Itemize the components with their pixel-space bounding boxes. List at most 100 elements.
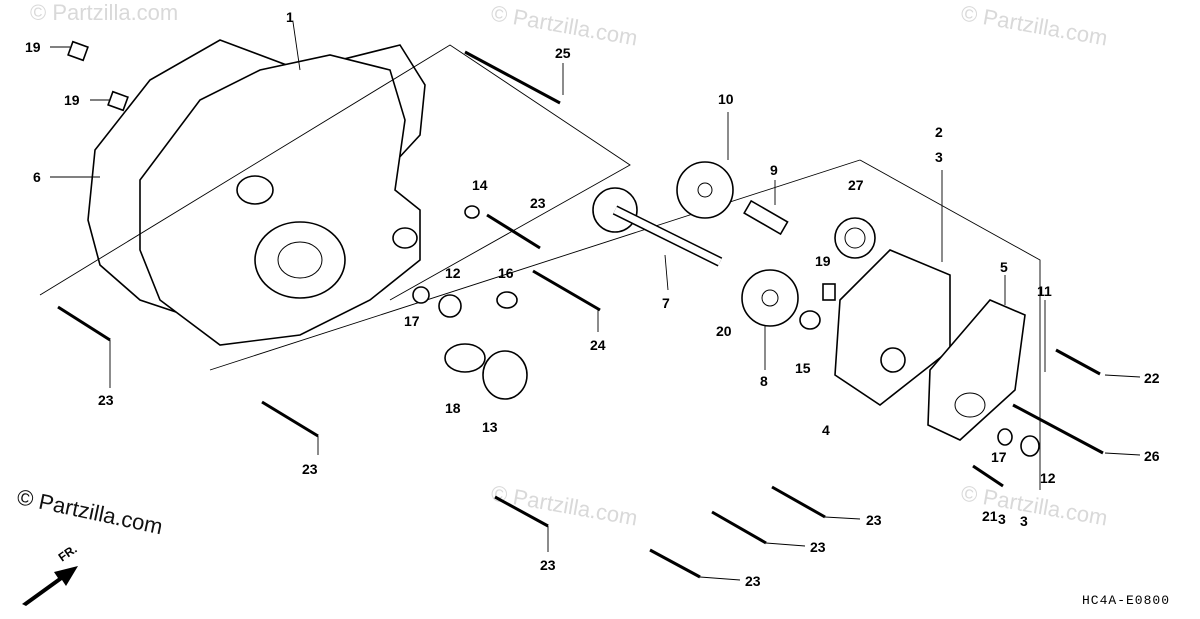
dowel-19c: [822, 283, 836, 301]
callout-1: 1: [286, 9, 294, 25]
callout-27: 27: [848, 177, 864, 193]
bearing-27: [834, 217, 876, 259]
callout-23g: 23: [866, 512, 882, 528]
bolt-23g: [771, 485, 826, 519]
bolt-23a: [486, 213, 541, 250]
callout-8: 8: [760, 373, 768, 389]
front-direction-arrow: FR.: [22, 542, 80, 606]
callout-12b: 12: [1040, 470, 1056, 486]
plug-12-left: [438, 294, 462, 318]
arrow-icon: [22, 566, 78, 606]
gear-8: [741, 269, 799, 327]
callout-4: 4: [822, 422, 830, 438]
callout-11: 11: [1037, 283, 1052, 299]
plug-12-right: [1020, 435, 1040, 457]
bolt-23f: [711, 510, 767, 545]
callout-19a: 19: [25, 39, 41, 55]
callout-23a: 23: [530, 195, 546, 211]
callout-7: 7: [662, 295, 670, 311]
pump-cover: [927, 299, 1026, 441]
washer-14: [464, 205, 480, 219]
cap-13: [482, 350, 528, 400]
cover-boss-inner: [277, 241, 323, 279]
cover-boss: [254, 221, 346, 299]
callout-21: 21: [982, 508, 998, 524]
callout-6: 6: [33, 169, 41, 185]
callouts: 1 2 3 3 3 4 5 6 7 8 9 10 11 12 12 13 14 …: [25, 9, 1160, 589]
gear-10-hub: [697, 182, 713, 198]
pump-cover-port: [954, 392, 986, 418]
callout-12a: 12: [445, 265, 461, 281]
callout-3c: 3: [1020, 513, 1028, 529]
bolt-25: [464, 50, 561, 105]
callout-18: 18: [445, 400, 461, 416]
callout-10: 10: [718, 91, 734, 107]
callout-13: 13: [482, 419, 498, 435]
leader-lines: [50, 21, 1141, 581]
bolt-23e: [649, 548, 701, 579]
washer-17-left: [412, 286, 430, 304]
bolt-24: [532, 269, 601, 312]
leader-22: [1104, 374, 1141, 378]
callout-25: 25: [555, 45, 571, 61]
diagram-code: HC4A-E0800: [1081, 593, 1170, 608]
callout-17b: 17: [991, 449, 1007, 465]
callout-14: 14: [472, 177, 488, 193]
bolt-21: [972, 464, 1004, 488]
callout-24: 24: [590, 337, 606, 353]
callout-19b: 19: [64, 92, 80, 108]
direction-label: FR.: [56, 542, 80, 565]
callout-23d: 23: [540, 557, 556, 573]
pin-9: [743, 199, 789, 236]
callout-23f: 23: [810, 539, 826, 555]
washer-16: [496, 291, 518, 309]
bolt-23d: [494, 495, 549, 528]
gear-10: [676, 161, 734, 219]
callout-20: 20: [716, 323, 732, 339]
bolts: [57, 50, 1104, 579]
gear-8-hub: [761, 289, 779, 307]
watermark-2: © Partzilla.com: [489, 0, 639, 50]
leader-7: [664, 254, 669, 291]
callout-3a: 3: [935, 149, 943, 165]
cover-port-right: [392, 227, 418, 249]
washer-17-right: [997, 428, 1013, 446]
callout-26: 26: [1144, 448, 1160, 464]
leader-1: [292, 21, 301, 71]
washer-15: [799, 310, 821, 330]
dowel-19b: [107, 90, 129, 112]
watermark-3: © Partzilla.com: [959, 0, 1109, 50]
crankcase-cover: [139, 54, 421, 346]
leader-23e: [699, 576, 741, 581]
reference-box-bottom: [209, 159, 861, 371]
leader-23f: [765, 542, 806, 547]
leader-23g: [824, 516, 861, 520]
reference-box-left: [39, 44, 631, 301]
callout-9: 9: [770, 162, 778, 178]
callout-16: 16: [498, 265, 514, 281]
bolt-23b: [57, 305, 111, 342]
dowel-19a: [67, 40, 89, 62]
pump-body-seal: [880, 347, 906, 373]
callout-17a: 17: [404, 313, 420, 329]
oring-18: [444, 343, 486, 373]
watermark-1: © Partzilla.com: [30, 0, 178, 25]
reference-box-right: [859, 159, 1041, 490]
callout-2: 2: [935, 124, 943, 140]
bolt-23c: [261, 400, 319, 438]
bolt-22: [1055, 348, 1101, 376]
bearing-27-inner: [844, 227, 866, 249]
callout-23b: 23: [98, 392, 114, 408]
callout-3b: 3: [998, 511, 1006, 527]
callout-23c: 23: [302, 461, 318, 477]
callout-22: 22: [1144, 370, 1160, 386]
bolt-26: [1012, 403, 1104, 455]
callout-19c: 19: [815, 253, 831, 269]
callout-5: 5: [1000, 259, 1008, 275]
shaft-7-fill: [613, 206, 722, 266]
callout-15: 15: [795, 360, 811, 376]
cover-port: [236, 175, 274, 205]
callout-23e: 23: [745, 573, 761, 589]
leader-26: [1104, 452, 1141, 456]
